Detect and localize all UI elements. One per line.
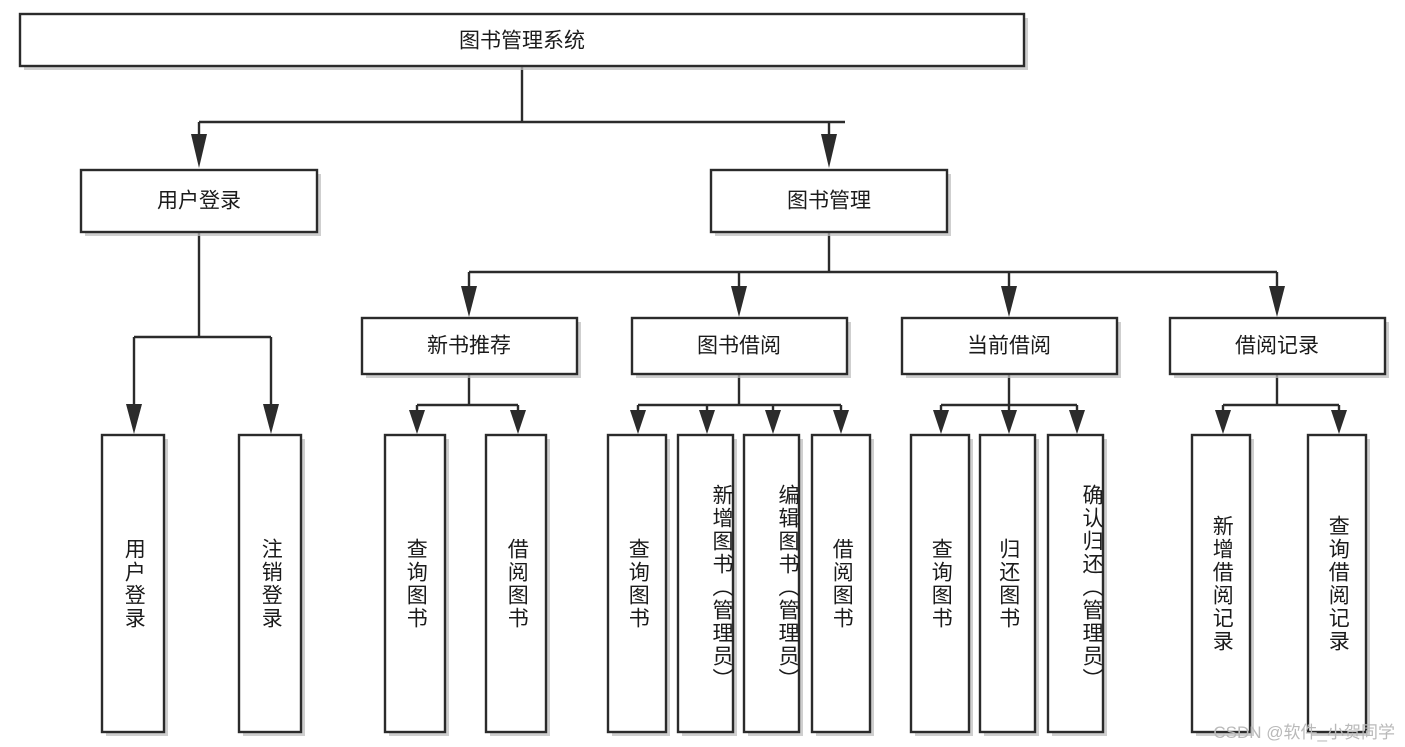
leaf-query-book-1-box[interactable] — [383, 433, 447, 734]
node-current-borrow-label: 当前借阅 — [967, 335, 1051, 358]
leaf-borrow-book-2-box[interactable] — [810, 433, 872, 734]
node-book-borrow-label: 图书借阅 — [697, 335, 781, 358]
node-borrow-record[interactable]: 借阅记录 — [1168, 316, 1389, 378]
leaf-query-borrow-record-box[interactable] — [1306, 433, 1368, 734]
node-book-management-label: 图书管理 — [787, 190, 871, 213]
leaf-query-book-2-box[interactable] — [606, 433, 668, 734]
arrowhead-current-borrow — [1001, 286, 1017, 317]
arrowhead-user-login — [191, 134, 207, 168]
arrowhead-leaf-user-login — [126, 404, 142, 434]
node-book-borrow[interactable]: 图书借阅 — [630, 316, 851, 378]
arrowhead-new-book-recommend — [461, 286, 477, 317]
leaf-user-login-box[interactable] — [100, 433, 166, 734]
node-new-book-recommend[interactable]: 新书推荐 — [360, 316, 581, 378]
arrowhead-leaf-query-book-2 — [630, 410, 646, 434]
arrowhead-borrow-record — [1269, 286, 1285, 317]
node-new-book-recommend-label: 新书推荐 — [427, 335, 511, 358]
arrowhead-book-management — [821, 134, 837, 168]
node-root-box[interactable] — [18, 12, 1026, 68]
node-new-book-recommend-box[interactable] — [360, 316, 579, 376]
leaf-add-borrow-record-box[interactable] — [1190, 433, 1252, 734]
node-root[interactable]: 图书管理系统 — [18, 12, 1028, 70]
arrowhead-book-borrow — [731, 286, 747, 317]
node-root-label: 图书管理系统 — [459, 30, 585, 53]
arrowhead-leaf-add-borrow-record — [1215, 410, 1231, 434]
node-borrow-record-label: 借阅记录 — [1235, 335, 1319, 358]
node-borrow-record-box[interactable] — [1168, 316, 1387, 376]
node-book-borrow-box[interactable] — [630, 316, 849, 376]
node-current-borrow-box[interactable] — [900, 316, 1119, 376]
node-book-management[interactable]: 图书管理 — [709, 168, 951, 236]
connector-layer — [126, 66, 1347, 434]
node-user-login-box[interactable] — [79, 168, 319, 234]
arrowhead-leaf-logout-login — [263, 404, 279, 434]
node-user-login-label: 用户登录 — [157, 190, 241, 213]
arrowhead-leaf-borrow-book-2 — [833, 410, 849, 434]
node-user-login[interactable]: 用户登录 — [79, 168, 321, 236]
arrowhead-leaf-edit-book — [765, 410, 781, 434]
leaf-return-book-box[interactable] — [978, 433, 1037, 734]
csdn-watermark: CSDN @软件_小贺同学 — [1213, 723, 1395, 742]
arrowhead-leaf-query-book-1 — [409, 410, 425, 434]
leaf-borrow-book-1-box[interactable] — [484, 433, 548, 734]
leaf-query-book-3-box[interactable] — [909, 433, 971, 734]
leaf-edit-book-box[interactable] — [742, 433, 801, 734]
leaf-add-book-box[interactable] — [676, 433, 735, 734]
arrowhead-leaf-query-borrow-record — [1331, 410, 1347, 434]
node-current-borrow[interactable]: 当前借阅 — [900, 316, 1121, 378]
arrowhead-leaf-query-book-3 — [933, 410, 949, 434]
arrowhead-leaf-borrow-book-1 — [510, 410, 526, 434]
arrowhead-leaf-add-book — [699, 410, 715, 434]
leaf-confirm-return-box[interactable] — [1046, 433, 1105, 734]
arrowhead-leaf-confirm-return — [1069, 410, 1085, 434]
leaf-boxes-layer — [100, 433, 1370, 736]
arrowhead-leaf-return-book — [1001, 410, 1017, 434]
leaf-logout-login-box[interactable] — [237, 433, 303, 734]
node-book-management-box[interactable] — [709, 168, 949, 234]
